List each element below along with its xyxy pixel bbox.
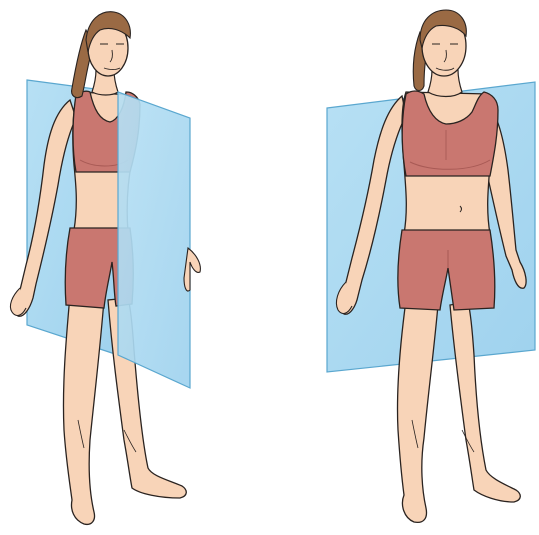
figure-left-sagittal (10, 12, 200, 525)
figure-left-head (86, 12, 130, 76)
figure-right-frontal (327, 10, 535, 522)
sagittal-plane-front (118, 92, 190, 388)
figure-right-head (420, 10, 466, 76)
